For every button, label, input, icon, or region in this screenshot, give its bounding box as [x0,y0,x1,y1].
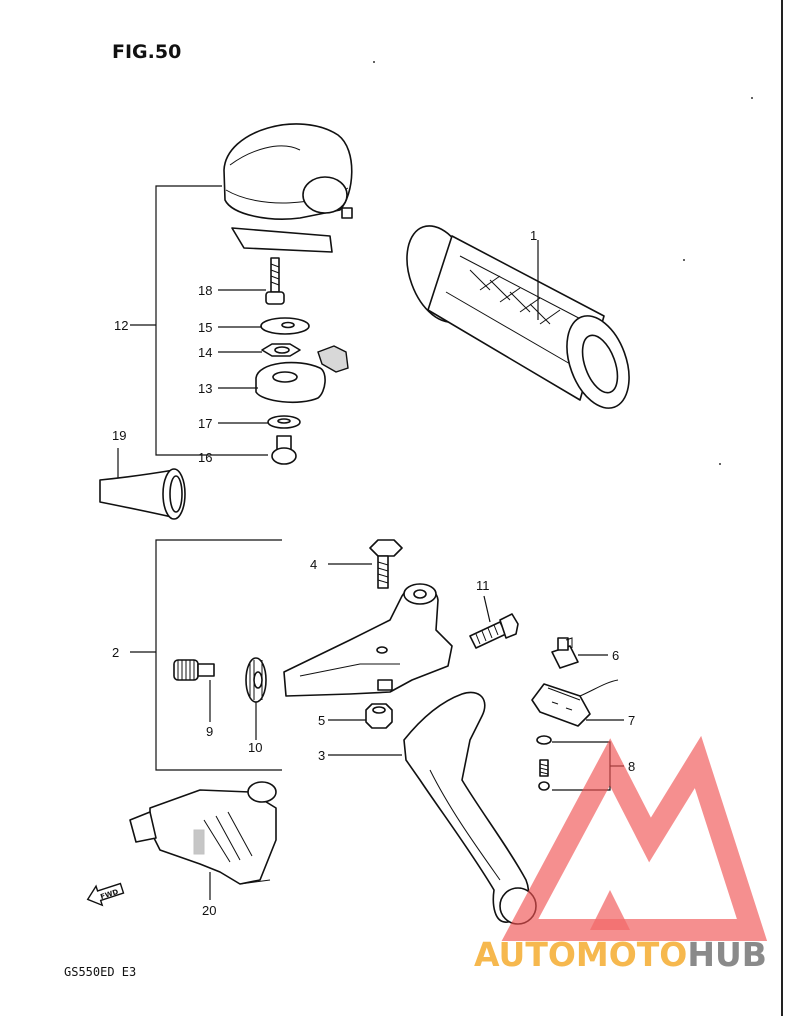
lock-plate-14 [261,343,349,373]
bolt-4 [369,539,403,589]
screw-16 [271,435,297,465]
callout-7: 7 [628,713,635,728]
callout-20: 20 [202,903,216,918]
switch-housing [223,123,353,253]
callout-3: 3 [318,748,325,763]
callout-4: 4 [310,557,317,572]
callout-13: 13 [198,381,212,396]
watermark-text-part1: AUTOMOTO [474,935,687,974]
model-code: GS550ED E3 [64,965,136,979]
callout-18: 18 [198,283,212,298]
boot-19 [99,448,186,520]
callout-1: 1 [530,228,537,243]
washer-15 [260,317,310,335]
figure-title: FIG.50 [112,41,181,63]
forward-arrow-icon: FWD [86,882,125,907]
bolt-11 [469,613,519,649]
watermark-text-part2: HUB [687,935,767,974]
screw-8 [536,735,552,791]
clutch-lever-3 [403,691,537,925]
callout-19: 19 [112,428,126,443]
switch-housing-group [130,123,353,465]
callout-15: 15 [198,320,212,335]
switch-7 [531,679,619,727]
grip-1 [406,225,630,409]
callout-6: 6 [612,648,619,663]
locknut-10 [245,657,267,703]
washer-17 [267,415,301,429]
callout-2: 2 [112,645,119,660]
nut-5 [365,703,393,729]
callout-16: 16 [198,450,212,465]
clamp-13 [255,361,326,404]
callout-17: 17 [198,416,212,431]
callout-11: 11 [476,578,490,593]
screw-18 [265,257,285,305]
callout-5: 5 [318,713,325,728]
lever-bracket [283,583,453,697]
adjuster-9 [173,659,215,681]
callout-12: 12 [114,318,128,333]
callout-9: 9 [206,724,213,739]
switch-6 [551,637,579,669]
callout-8: 8 [628,759,635,774]
group-bracket-12 [155,185,268,456]
part-20 [129,781,277,885]
lever-bracket-group [130,539,624,925]
callout-10: 10 [248,740,262,755]
callout-14: 14 [198,345,212,360]
watermark-text: AUTOMOTOHUB [474,935,767,974]
automotohub-triangle-logo [501,735,768,941]
